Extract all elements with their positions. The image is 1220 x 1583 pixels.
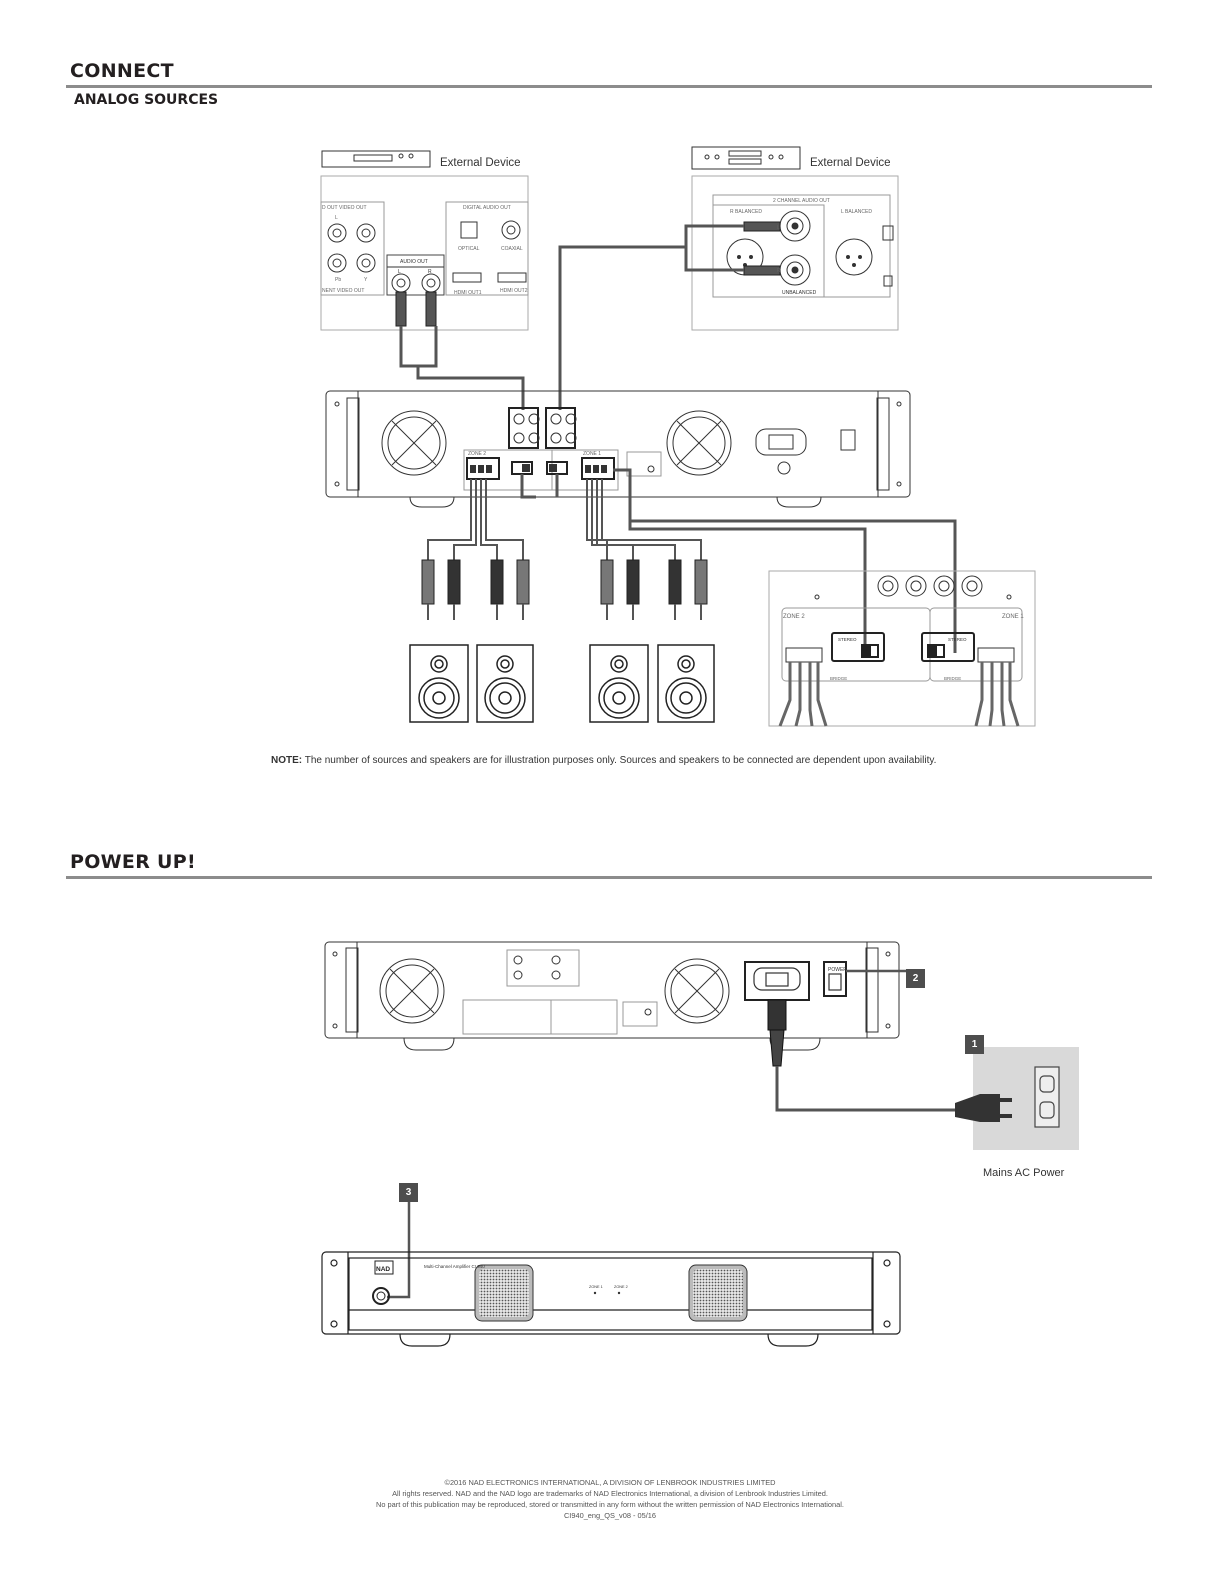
panel-video-out: VIDEO OUT (339, 205, 367, 211)
speaker-wires (427, 479, 702, 560)
front-grille-left (474, 1264, 534, 1322)
panel-l-balanced: L BALANCED (841, 209, 872, 215)
front-logo-box (374, 1260, 394, 1275)
panel-coaxial: COAXIAL (501, 246, 523, 252)
detail-zone1-label: ZONE 1 (1002, 614, 1024, 620)
detail-bridge-right: BRIDGE (944, 676, 961, 681)
front-grille-right (688, 1264, 748, 1322)
note: NOTE: The number of sources and speakers… (271, 755, 991, 766)
panel-d-out: D OUT (322, 205, 338, 211)
audio-out-l: L (398, 269, 401, 275)
rca-plugs-left (395, 291, 437, 327)
external-device-left-label: External Device (440, 157, 521, 169)
source-left-panel (320, 175, 529, 331)
footer-doc-id: CI940_eng_QS_v08 - 05/16 (563, 1511, 657, 1520)
panel-y: Y (364, 277, 368, 283)
speaker-icon (589, 644, 649, 723)
front-power-button (372, 1287, 390, 1305)
front-zone1: ZONE 1 (589, 1285, 603, 1289)
amplifier-rear-connect (325, 390, 911, 508)
rca-plugs-right (743, 221, 781, 276)
panel-component: NENT VIDEO OUT (322, 288, 364, 294)
power-plug-icon (955, 1094, 1012, 1122)
external-device-left-icon (321, 150, 431, 168)
front-model: Multi-Channel Amplifier CI 940 (424, 1264, 485, 1269)
rear-power-label: POWER (828, 967, 847, 973)
front-zone2: ZONE 2 (614, 1285, 628, 1289)
panel-l: L (335, 215, 338, 221)
audio-out-r: R (428, 269, 432, 275)
detail-stereo-right: STEREO (948, 637, 967, 642)
panel-hdmi1: HDMI OUT1 (454, 290, 482, 296)
detail-wires (778, 662, 1020, 727)
power-cord (767, 999, 955, 1112)
panel-2ch-out: 2 CHANNEL AUDIO OUT (773, 198, 830, 204)
panel-right-r: R (777, 268, 781, 274)
step-badge-3: 3 (399, 1183, 418, 1202)
power-diagram: POWER (321, 941, 1079, 1347)
amplifier-front (321, 1251, 901, 1347)
amp-zone1-label: ZONE 1 (583, 451, 601, 457)
source-right-panel (691, 175, 899, 331)
note-label: NOTE: (271, 755, 303, 766)
analog-sources-subtitle: ANALOG SOURCES (74, 92, 219, 108)
panel-digital-out: DIGITAL AUDIO OUT (463, 205, 511, 211)
power-switch-rear (823, 961, 847, 997)
banana-plugs (421, 559, 708, 605)
source-cables (399, 224, 744, 410)
connect-diagram: ZONE 2 ZONE 1 (320, 146, 1036, 727)
detail-zone2-label: ZONE 2 (783, 614, 805, 620)
speaker-icon (657, 644, 715, 723)
speaker-icon (409, 644, 469, 723)
footer-rights: All rights reserved. NAD and the NAD log… (392, 1489, 828, 1498)
audio-out-label: AUDIO OUT (400, 259, 428, 265)
external-device-right-label: External Device (810, 157, 891, 169)
footer: ©2016 NAD ELECTRONICS INTERNATIONAL, A D… (0, 1477, 1220, 1521)
connect-rule (66, 85, 1152, 88)
connect-title: CONNECT (70, 60, 174, 82)
panel-r-balanced: R BALANCED (730, 209, 762, 215)
wall-outlet-icon (1034, 1066, 1060, 1128)
step-badge-2: 2 (906, 969, 925, 988)
speaker-icon (476, 644, 534, 723)
note-text: The number of sources and speakers are f… (302, 755, 937, 766)
footer-copyright: ©2016 NAD ELECTRONICS INTERNATIONAL, A D… (444, 1478, 776, 1487)
external-device-right-icon (691, 146, 801, 170)
panel-pb: Pb (335, 277, 341, 283)
power-title: POWER UP! (70, 851, 196, 873)
panel-optical: OPTICAL (458, 246, 480, 252)
detail-bridge-left: BRIDGE (830, 676, 847, 681)
amp-input-jacks (508, 407, 576, 449)
footer-reproduction: No part of this publication may be repro… (376, 1500, 844, 1509)
switch-cables (520, 468, 957, 653)
detail-stereo-switches (831, 632, 975, 662)
front-logo: NAD (376, 1266, 390, 1273)
power-rule (66, 876, 1152, 879)
panel-right-l: L (777, 225, 780, 231)
panel-hdmi2: HDMI OUT2 (500, 288, 528, 294)
panel-unbalanced: UNBALANCED (782, 290, 817, 296)
detail-stereo-left: STEREO (838, 637, 857, 642)
step-badge-1: 1 (965, 1035, 984, 1054)
amp-zone2-label: ZONE 2 (468, 451, 486, 457)
mains-ac-power-label: Mains AC Power (983, 1167, 1065, 1179)
amplifier-rear-power (324, 941, 900, 1051)
